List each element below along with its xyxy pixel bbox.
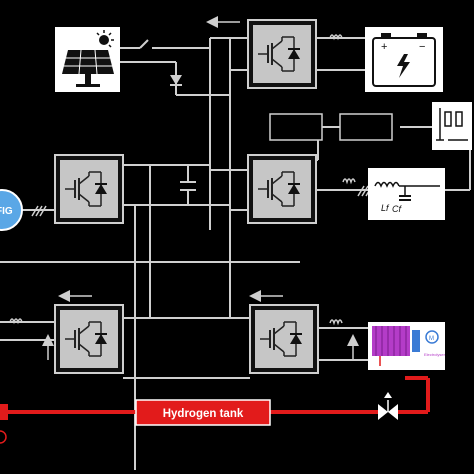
converter-load — [247, 154, 317, 224]
control-block-2 — [269, 113, 323, 141]
dc-link-capacitor — [180, 181, 196, 191]
power-flow-arrows — [42, 16, 359, 360]
converter-electrolyser — [249, 304, 319, 374]
electrolyser-icon: M Electrolyser — [368, 322, 446, 370]
solar-panel-icon — [55, 27, 120, 92]
filter-inductor-label: Lf — [381, 203, 390, 213]
generator-label: FIG — [0, 206, 13, 217]
converter-aux — [54, 304, 124, 374]
battery-minus-sign: − — [419, 41, 425, 53]
filter-capacitor-label: Cf — [392, 204, 402, 214]
battery-icon: + − — [365, 27, 443, 92]
hydrogen-pipe — [0, 376, 430, 414]
generator-icon: FIG — [0, 189, 23, 231]
pv-diode — [170, 75, 182, 86]
rl-load-icon — [432, 102, 472, 150]
hydrogen-outlet-node — [0, 430, 7, 444]
inductors — [9, 34, 356, 326]
converter-generator — [54, 154, 124, 224]
battery-plus-sign: + — [381, 41, 387, 53]
hydrogen-inlet-marker — [0, 404, 8, 420]
lc-filter-icon: Lf Cf — [368, 168, 445, 220]
converter-pv-battery — [247, 19, 317, 89]
valve-icon — [378, 392, 398, 420]
hydrogen-tank-label: Hydrogen tank — [163, 408, 244, 420]
hydrogen-tank: Hydrogen tank — [135, 399, 271, 426]
control-block-1 — [339, 113, 393, 141]
electrolyser-caption: Electrolyser — [424, 352, 446, 357]
electrolyser-motor-label: M — [429, 336, 434, 342]
